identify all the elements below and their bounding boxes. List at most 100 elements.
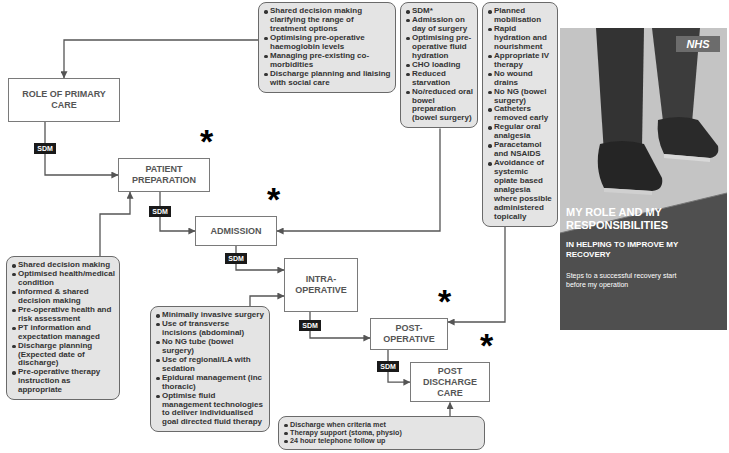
bullet-text: Avoidance of systemic opiate based analg… xyxy=(494,159,553,222)
bullet-item: Minimally invasive surgery xyxy=(155,311,265,320)
leg-illustration xyxy=(596,28,644,154)
stage-title: ROLE OF PRIMARY CARE xyxy=(13,89,115,111)
bullet-item: Paracetamol and NSAIDS xyxy=(487,141,553,159)
bullet-dot xyxy=(406,91,410,95)
bullet-item: Informed & shared decision making xyxy=(11,288,115,306)
bullet-dot xyxy=(156,314,160,318)
bullet-text: No/reduced oral bowel preparation (bowel… xyxy=(412,88,473,124)
connector-arrow xyxy=(250,296,284,306)
bullet-item: Shared decision making xyxy=(11,261,115,270)
connector-arrow xyxy=(388,350,410,382)
bullet-item: Reduced starvation xyxy=(405,70,473,88)
bullet-list-box: Minimally invasive surgeryUse of transve… xyxy=(150,306,270,432)
booklet-tagline: Steps to a successful recovery start bef… xyxy=(566,272,696,290)
sdm-tag: SDM xyxy=(225,253,247,264)
bullet-dot xyxy=(12,345,16,349)
asterisk-mark: * xyxy=(267,182,280,216)
booklet-subtitle: IN HELPING TO IMPROVE MY RECOVERY xyxy=(566,240,718,259)
bullet-text: Pre-operative health and risk assessment xyxy=(18,306,115,324)
bullet-dot xyxy=(488,10,492,14)
bullet-item: 24 hour telephone follow up xyxy=(283,437,480,445)
bullet-dot xyxy=(264,73,268,77)
bullet-item: Discharge when criteria met xyxy=(283,421,480,429)
bullet-text: Use of regional/LA with sedation xyxy=(162,356,265,374)
bullet-dot xyxy=(488,28,492,32)
connector-arrow xyxy=(160,192,195,231)
connector-arrow xyxy=(100,192,130,256)
bullet-dot xyxy=(406,10,410,14)
bullet-dot xyxy=(12,264,16,268)
bullet-dot xyxy=(488,162,492,166)
bullet-item: Pre-operative health and risk assessment xyxy=(11,306,115,324)
bullet-item: No NG tube (bowel surgery) xyxy=(155,338,265,356)
bullet-dot xyxy=(12,273,16,277)
stage-box: ADMISSION xyxy=(195,216,277,246)
bullet-text: 24 hour telephone follow up xyxy=(290,437,480,445)
connector-arrow xyxy=(45,122,118,175)
bullet-list-box: Planned mobilisationRapid hydration and … xyxy=(482,2,558,227)
connector-arrow xyxy=(310,312,370,338)
stage-box: ROLE OF PRIMARY CARE xyxy=(8,78,120,122)
booklet-logo: NHS xyxy=(676,36,720,52)
bullet-text: Optimise fluid management technologies t… xyxy=(162,392,265,428)
sdm-tag: SDM xyxy=(149,206,171,217)
bullet-item: Appropriate IV therapy xyxy=(487,52,553,70)
bullet-item: Use of transverse incisions (abdominal) xyxy=(155,320,265,338)
bullet-item: Catheters removed early xyxy=(487,105,553,123)
bullet-item: Optimising pre-operative haemoglobin lev… xyxy=(263,34,391,52)
bullet-item: Optimised health/medical condition xyxy=(11,270,115,288)
bullet-text: Use of transverse incisions (abdominal) xyxy=(162,320,265,338)
sdm-tag: SDM xyxy=(299,320,321,331)
bullet-text: Shared decision making xyxy=(18,261,115,270)
bullet-item: SDM* xyxy=(405,7,473,16)
bullet-dot xyxy=(488,73,492,77)
booklet-title: MY ROLE AND MY RESPONSIBILITIES xyxy=(566,206,718,231)
bullet-text: Optimised health/medical condition xyxy=(18,270,115,288)
bullet-item: No/reduced oral bowel preparation (bowel… xyxy=(405,88,473,124)
connector-arrow xyxy=(449,402,450,416)
bullet-text: Catheters removed early xyxy=(494,105,553,123)
sdm-tag: SDM xyxy=(377,361,399,372)
connector-arrow xyxy=(236,246,284,270)
bullet-text: CHO loading xyxy=(412,61,473,70)
bullet-text: PT information and expectation managed xyxy=(18,324,115,342)
bullet-item: Discharge planning and liaising with soc… xyxy=(263,70,391,88)
shoe-sole xyxy=(664,154,710,162)
shoe-sole xyxy=(604,188,652,195)
bullet-text: Paracetamol and NSAIDS xyxy=(494,141,553,159)
bullet-text: Managing pre-existing co-morbidities xyxy=(270,52,391,70)
stage-title: PATIENT PREPARATION xyxy=(123,164,205,186)
bullet-item: CHO loading xyxy=(405,61,473,70)
bullet-text: Rapid hydration and nourishment xyxy=(494,25,553,52)
bullet-dot xyxy=(156,323,160,327)
bullet-item: PT information and expectation managed xyxy=(11,324,115,342)
bullet-dot xyxy=(156,377,160,381)
bullet-text: Optimising pre-operative fluid hydration xyxy=(412,34,473,61)
bullet-item: Pre-operative therapy instruction as app… xyxy=(11,368,115,395)
stage-title: INTRA-OPERATIVE xyxy=(289,274,353,296)
cover-floor xyxy=(560,28,727,233)
bullet-list-box: SDM*Admission on day of surgeryOptimisin… xyxy=(400,2,478,128)
connector-arrow xyxy=(64,40,258,78)
bullet-item: No NG (bowel surgery) xyxy=(487,88,553,106)
bullet-dot xyxy=(406,64,410,68)
bullet-text: Regular oral analgesia xyxy=(494,123,553,141)
bullet-text: Epidural management (inc thoracic) xyxy=(162,374,265,392)
bullet-text: Appropriate IV therapy xyxy=(494,52,553,70)
bullet-text: SDM* xyxy=(412,7,473,16)
bullet-dot xyxy=(488,126,492,130)
bullet-text: No NG (bowel surgery) xyxy=(494,88,553,106)
bullet-dot xyxy=(264,10,268,14)
leg-illustration xyxy=(652,28,700,130)
booklet-cover xyxy=(560,28,727,330)
bullet-item: Regular oral analgesia xyxy=(487,123,553,141)
bullet-dot xyxy=(406,37,410,41)
bullet-dot xyxy=(284,424,288,428)
bullet-text: Discharge planning (Expected date of dis… xyxy=(18,342,115,369)
bullet-item: Admission on day of surgery xyxy=(405,16,473,34)
bullet-item: Shared decision making clarifying the ra… xyxy=(263,7,391,34)
connector-arrow xyxy=(277,128,440,231)
bullet-dot xyxy=(264,37,268,41)
bullet-item: Avoidance of systemic opiate based analg… xyxy=(487,159,553,222)
